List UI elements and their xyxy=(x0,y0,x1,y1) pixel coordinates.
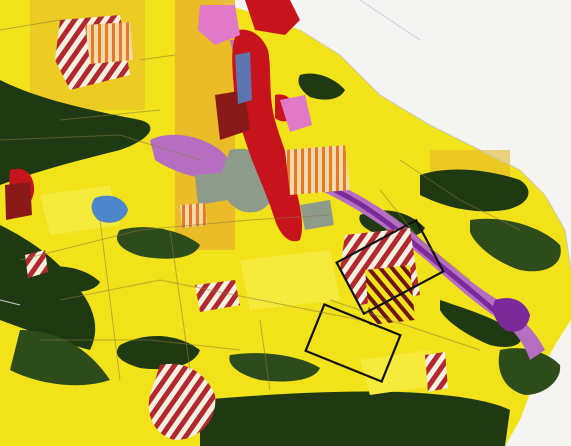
river-purple-patch xyxy=(493,298,530,332)
urban-core-north xyxy=(245,0,300,35)
forest-belt-east-mid xyxy=(470,218,561,272)
hatched-orange-zone-northwest xyxy=(85,22,133,64)
forest-patch-southeast xyxy=(498,348,561,395)
dark-hatched-zone xyxy=(365,265,415,325)
river-corridor xyxy=(230,40,545,360)
study-area-box-south[interactable] xyxy=(304,303,402,383)
zone-industrial-grey-3 xyxy=(300,200,334,230)
forest-patch-northeast xyxy=(298,73,345,100)
study-area-box-north[interactable] xyxy=(335,218,445,316)
planned-zone-west-mid xyxy=(195,280,240,312)
territory-boundary xyxy=(299,29,571,271)
forest-belt-north xyxy=(0,80,151,185)
parcel-light-3 xyxy=(360,350,440,395)
planned-zone-southwest xyxy=(148,363,216,440)
forest-patch-center xyxy=(116,227,200,259)
forest-belt-south xyxy=(200,391,510,446)
water-strip-north xyxy=(235,52,252,104)
urban-fringe-pink xyxy=(198,5,240,45)
forest-belt-southwest xyxy=(10,330,110,386)
forest-strip-lower-left xyxy=(29,266,101,292)
parcel-light-2 xyxy=(240,250,340,310)
urban-fringe-pink-2 xyxy=(280,95,312,132)
road-network xyxy=(0,19,521,391)
outer-guide-line-1 xyxy=(359,0,421,41)
urban-patch-darkred-west xyxy=(5,182,32,220)
forest-belt-east-upper xyxy=(420,169,529,212)
forest-strip-southcenter xyxy=(229,353,320,382)
forest-strip-lower-center xyxy=(116,335,200,370)
forest-belt-east-lower xyxy=(440,300,521,347)
outer-guide-line-2 xyxy=(0,299,21,306)
zone-industrial-grey-2 xyxy=(195,172,228,205)
hatched-orange-zone-center xyxy=(285,145,350,195)
water-pond xyxy=(91,195,128,223)
hatched-orange-zone-small xyxy=(180,203,207,228)
planned-zone-southeast-small xyxy=(425,352,448,392)
